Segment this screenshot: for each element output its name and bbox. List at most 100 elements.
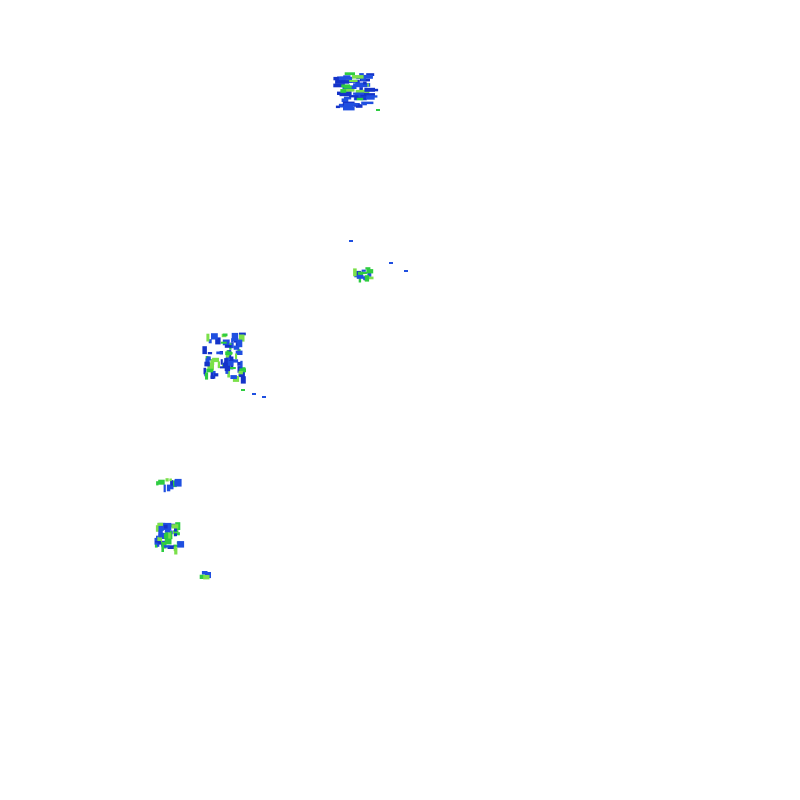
echo-speck	[349, 240, 353, 242]
echo-pixel	[236, 341, 240, 344]
cluster-southwest-upper	[156, 478, 182, 493]
cluster-southwest	[154, 522, 185, 555]
echo-pixel	[164, 529, 171, 533]
echo-pixel	[239, 368, 246, 373]
echo-pixel	[203, 575, 210, 580]
echo-pixel	[158, 479, 165, 485]
echo-pixel	[344, 72, 355, 76]
echo-pixel	[215, 337, 221, 345]
echo-pixel	[360, 93, 375, 97]
cluster-north	[333, 72, 379, 111]
echo-pixel	[349, 95, 359, 98]
echo-pixel	[203, 367, 207, 375]
echo-pixel	[206, 356, 211, 361]
echo-pixel	[366, 96, 375, 100]
echo-pixel	[158, 534, 164, 538]
echo-pixel	[212, 357, 219, 363]
echo-pixel	[360, 78, 366, 81]
echo-pixel	[220, 359, 223, 365]
echo-pixel	[156, 535, 159, 540]
echo-pixel	[347, 103, 358, 106]
echo-pixel	[229, 367, 236, 370]
echo-pixel	[340, 89, 355, 92]
echo-pixel	[210, 371, 215, 379]
echo-pixel	[231, 338, 234, 343]
echo-pixel	[174, 478, 182, 487]
echo-speck	[404, 270, 408, 272]
echo-pixel	[335, 105, 340, 109]
cluster-west	[202, 332, 246, 384]
echo-pixel	[355, 89, 370, 93]
echo-pixel	[237, 349, 241, 352]
echo-pixel	[207, 363, 214, 371]
echo-speck	[262, 396, 266, 398]
echo-pixel	[174, 526, 177, 532]
echo-pixel	[155, 542, 158, 545]
echo-speck	[389, 262, 393, 264]
echo-pixel	[225, 354, 230, 358]
echo-pixel	[352, 75, 366, 79]
echo-pixel	[167, 485, 174, 490]
echo-pixel	[358, 275, 362, 283]
echo-pixel	[202, 346, 207, 355]
echo-pixel	[223, 363, 229, 368]
echo-pixel	[353, 92, 364, 95]
echo-pixel	[158, 528, 163, 534]
echo-pixel	[367, 271, 372, 277]
echo-pixel	[366, 73, 375, 76]
echo-speck	[252, 393, 256, 395]
echo-pixel	[166, 484, 171, 492]
echo-pixel	[165, 478, 169, 482]
echo-pixel	[204, 361, 210, 367]
echo-pixel	[161, 546, 164, 552]
echo-pixel	[217, 361, 220, 368]
echo-pixel	[163, 524, 168, 529]
echo-pixel	[363, 74, 373, 79]
echo-pixel	[158, 525, 164, 531]
echo-pixel	[337, 77, 352, 81]
echo-pixel	[174, 547, 178, 555]
echo-pixel	[345, 79, 358, 82]
echo-pixel	[333, 76, 339, 81]
echo-pixel	[163, 545, 170, 548]
echo-pixel	[237, 339, 243, 348]
echo-pixel	[165, 522, 172, 531]
echo-pixel	[216, 351, 223, 355]
echo-pixel	[230, 375, 237, 379]
echo-pixel	[206, 368, 213, 373]
echo-pixel	[210, 375, 216, 379]
echo-pixel	[364, 87, 375, 92]
echo-pixel	[233, 334, 238, 339]
echo-pixel	[341, 98, 349, 102]
echo-pixel	[177, 541, 185, 548]
echo-pixel	[224, 344, 232, 348]
echo-pixel	[231, 359, 239, 363]
echo-pixel	[365, 267, 371, 270]
cluster-center-small	[353, 267, 374, 283]
echo-pixel	[168, 532, 171, 539]
echo-pixel	[240, 360, 243, 368]
echo-pixel	[356, 274, 364, 279]
echo-pixel	[235, 342, 239, 348]
echo-pixel	[224, 358, 228, 364]
echo-pixel	[362, 271, 367, 275]
echo-pixel	[343, 75, 351, 79]
echo-pixel	[335, 80, 350, 84]
echo-pixel	[161, 540, 168, 544]
echo-pixel	[238, 370, 243, 375]
echo-pixel	[226, 350, 229, 354]
cluster-south-streak	[199, 571, 211, 580]
echo-pixel	[239, 332, 246, 336]
echo-pixel	[354, 104, 360, 107]
echo-pixel	[154, 542, 158, 548]
echo-pixel	[174, 533, 177, 537]
echo-pixel	[205, 372, 209, 380]
echo-pixel	[240, 376, 246, 384]
echo-pixel	[156, 543, 160, 547]
echo-pixel	[211, 333, 218, 340]
echo-pixel	[233, 345, 240, 350]
echo-pixel	[366, 95, 378, 98]
echo-pixel	[349, 105, 354, 109]
echo-pixel	[213, 373, 219, 377]
